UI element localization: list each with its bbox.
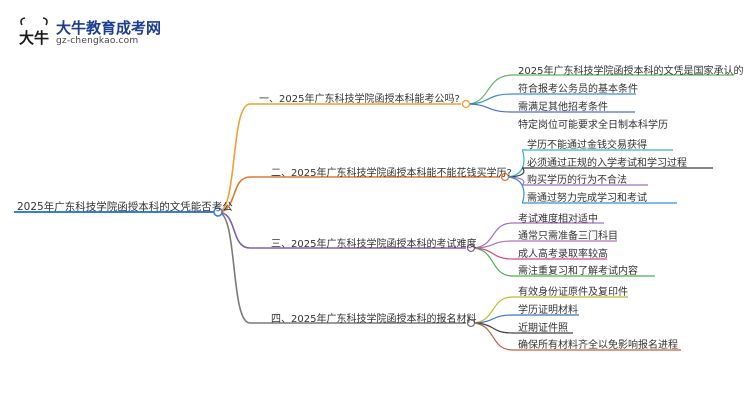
branch-hub-1	[461, 99, 471, 109]
branch-topic-4: 四、2025年广东科技学院函授本科的报名材料	[271, 314, 477, 325]
leaf-connector-2-4	[504, 176, 525, 204]
leaf-connector-3-4	[470, 247, 514, 277]
root-topic: 2025年广东科技学院函授本科的文凭能否考公	[17, 201, 233, 213]
site-url: gz-chengkao.com	[56, 36, 139, 46]
ox-logo-icon: 大牛	[19, 17, 49, 47]
branch-topic-1: 一、2025年广东科技学院函授本科能考公吗?	[259, 94, 460, 105]
site-logo[interactable]: 大牛 大牛教育成考网 gz-chengkao.com	[16, 16, 176, 50]
leaf-3-1: 考试难度相对适中	[518, 214, 598, 225]
branch-hub-3	[466, 243, 476, 253]
leaf-connector-4-3	[470, 322, 514, 334]
leaf-connector-1-1	[465, 74, 514, 105]
leaf-connector-4-4	[470, 322, 514, 351]
leaf-1-1-line-1: 2025年广东科技学院函授本科的文凭是国家承认的	[518, 66, 744, 77]
leaf-4-2: 学历证明材料	[518, 305, 578, 316]
leaf-4-1: 有效身份证原件及复印件	[518, 287, 628, 298]
leaf-3-3: 成人高考录取率较高	[518, 249, 608, 260]
branch-topic-2: 二、2025年广东科技学院函授本科能不能花钱买学历?	[271, 168, 512, 179]
logo-glyph: 大牛	[19, 29, 49, 47]
leaf-connector-2-1	[504, 149, 525, 178]
leaf-2-3: 购买学历的行为不合法	[527, 175, 627, 186]
leaf-4-3: 近期证件照	[518, 323, 568, 334]
branch-connector-2	[217, 176, 251, 213]
site-name: 大牛教育成考网	[56, 19, 162, 37]
leaf-connector-3-3	[470, 247, 514, 260]
leaf-2-1: 学历不能通过金钱交易获得	[527, 140, 647, 151]
leaf-2-2: 必须通过正规的入学考试和学习过程	[527, 158, 687, 169]
leaf-1-3: 特定岗位可能要求全日制本科学历	[518, 120, 668, 131]
leaf-3-4: 需注重复习和了解考试内容	[518, 266, 638, 277]
branch-hub-2	[500, 172, 510, 182]
branch-connector-3	[217, 211, 251, 249]
leaf-2-4: 需通过努力完成学习和考试	[527, 193, 647, 204]
branch-connector-4	[217, 211, 251, 324]
leaf-connector-1-3	[465, 103, 514, 113]
branch-connector-1	[217, 103, 251, 213]
leaf-3-2: 通常只需准备三门科目	[518, 231, 618, 242]
branch-hub-4	[466, 318, 476, 328]
branch-topic-3: 三、2025年广东科技学院函授本科的考试难度	[271, 239, 477, 250]
leaf-4-4: 确保所有材料齐全以免影响报名进程	[518, 340, 678, 351]
root-hub	[213, 207, 223, 217]
leaf-1-2: 需满足其他招考条件	[518, 102, 608, 113]
leaf-1-1-line-2: 符合报考公务员的基本条件	[518, 84, 638, 95]
